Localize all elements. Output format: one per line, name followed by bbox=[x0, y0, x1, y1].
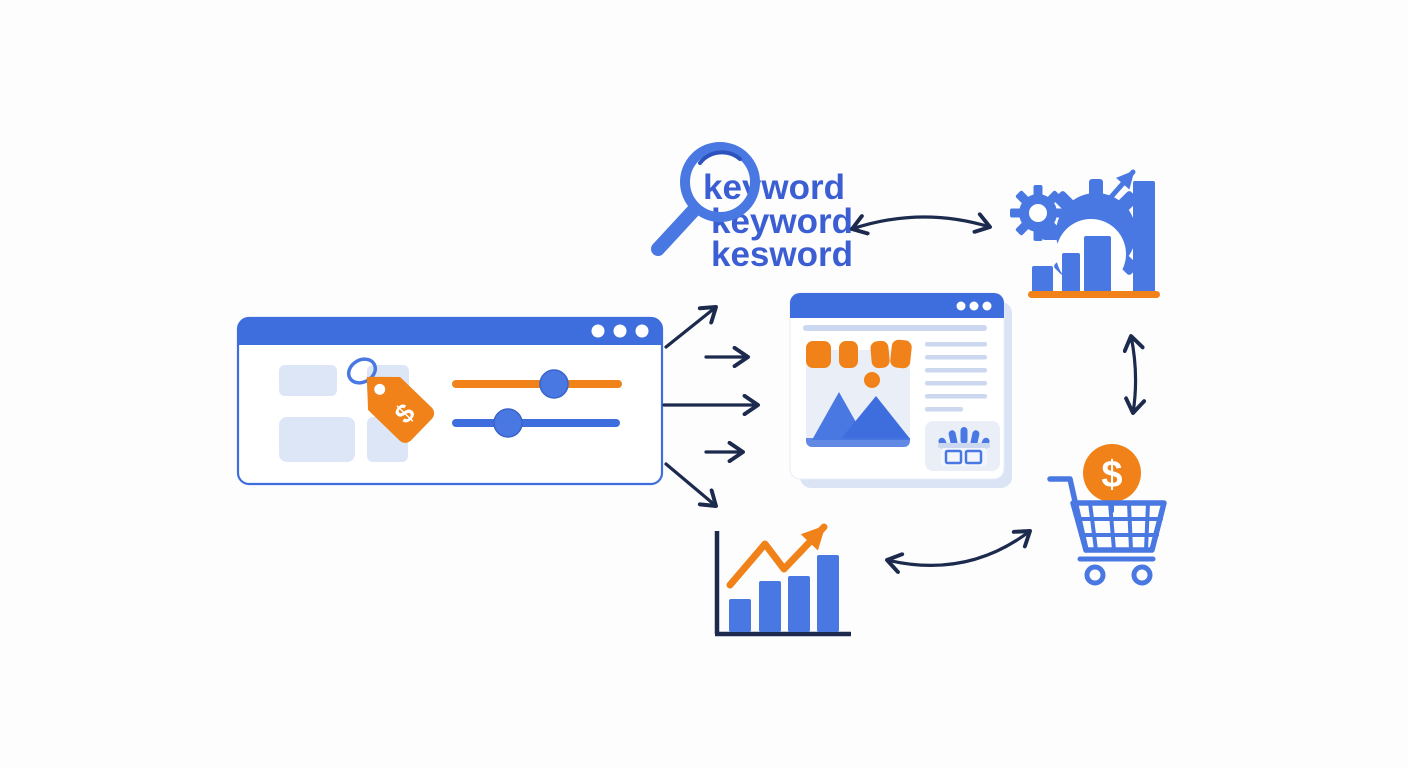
shopping-cart-icon bbox=[1047, 476, 1167, 586]
content-placeholder-blocks bbox=[279, 365, 409, 462]
price-tag-icon: $ bbox=[346, 357, 435, 443]
header-text-line bbox=[803, 325, 987, 331]
arrow-to-chart bbox=[664, 462, 716, 506]
arrow-to-keywords bbox=[664, 307, 716, 349]
gear-growth-arrow bbox=[1094, 169, 1136, 216]
window-title-bar bbox=[790, 293, 1004, 318]
window-controls-icon bbox=[956, 301, 992, 311]
body-text-lines bbox=[925, 342, 987, 412]
awning-icon bbox=[806, 339, 912, 369]
cart-wheel bbox=[1131, 564, 1153, 586]
keyword-line-1: keyword bbox=[703, 168, 845, 207]
slider-knob bbox=[493, 408, 523, 438]
keyword-research-icon: keyword keyword kesword bbox=[651, 142, 853, 274]
revenue-cart-icon: $ bbox=[1047, 444, 1167, 586]
gear-chart-baseline bbox=[1028, 291, 1160, 298]
trend-arrow bbox=[726, 523, 828, 589]
slider-track-orange bbox=[452, 380, 622, 388]
gear-bar-chart bbox=[1032, 181, 1155, 293]
arrow-chart-cart bbox=[887, 531, 1030, 565]
dollar-coin-icon bbox=[1083, 444, 1141, 502]
chart-bars bbox=[729, 555, 839, 632]
storefront-window bbox=[789, 292, 1012, 488]
slider-knob bbox=[539, 369, 569, 399]
shop-window bbox=[944, 449, 963, 465]
slider-track-blue bbox=[452, 419, 620, 427]
cart-wheel bbox=[1084, 564, 1106, 586]
price-tag-hole bbox=[374, 383, 386, 395]
product-settings-window: $ bbox=[236, 316, 664, 486]
magnifier-icon bbox=[651, 142, 760, 256]
range-slider bbox=[452, 408, 620, 438]
hero-image-placeholder bbox=[806, 339, 912, 447]
growth-chart-icon bbox=[714, 523, 851, 637]
shop-window bbox=[964, 449, 983, 465]
shop-icon bbox=[925, 421, 1000, 471]
arrow-keywords-analytics bbox=[852, 217, 990, 229]
arrow-analytics-cart bbox=[1131, 336, 1136, 413]
window-title-bar bbox=[238, 318, 662, 345]
flow-arrows bbox=[662, 217, 1136, 565]
small-gear-icon bbox=[1010, 185, 1066, 241]
mountains-icon bbox=[806, 392, 910, 447]
sun-icon bbox=[864, 372, 880, 388]
chart-axes bbox=[714, 531, 851, 637]
coin-dollar: $ bbox=[1101, 454, 1122, 496]
window-controls-icon bbox=[591, 324, 649, 338]
analytics-gear-chart-icon bbox=[1010, 169, 1160, 298]
keyword-line-3: kesword bbox=[711, 235, 853, 274]
price-slider bbox=[452, 369, 622, 399]
